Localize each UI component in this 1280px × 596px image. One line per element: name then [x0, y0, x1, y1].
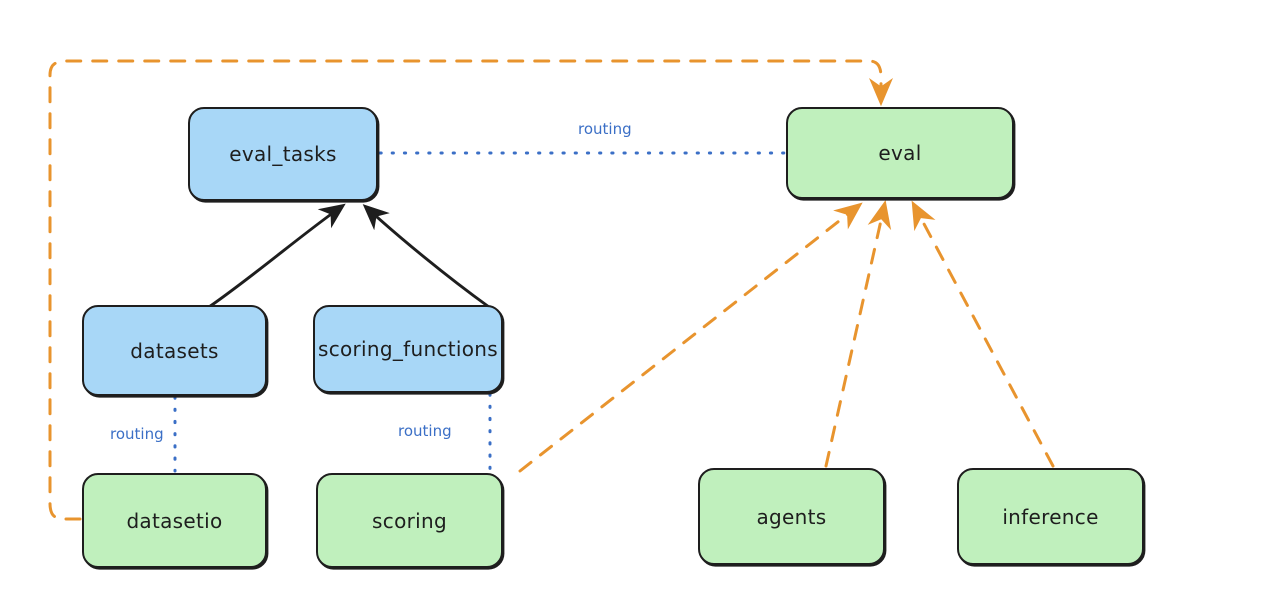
node-scoring[interactable]: scoring	[316, 473, 503, 568]
node-agents[interactable]: agents	[698, 468, 885, 565]
node-datasetio[interactable]: datasetio	[82, 473, 267, 568]
edge-scoring_functions-eval_tasks	[362, 204, 491, 309]
node-scoring-functions[interactable]: scoring_functions	[313, 305, 503, 393]
edge-datasets-eval_tasks	[207, 203, 346, 309]
node-eval[interactable]: eval	[786, 107, 1014, 199]
node-inference[interactable]: inference	[957, 468, 1144, 565]
edge-label-routing-scoring-functions-scoring: routing	[398, 422, 452, 440]
edge-scoring-eval	[518, 202, 863, 473]
node-eval-tasks[interactable]: eval_tasks	[188, 107, 378, 201]
edge-label-routing-datasets-datasetio: routing	[110, 425, 164, 443]
node-label: eval	[878, 141, 922, 165]
node-datasets[interactable]: datasets	[82, 305, 267, 396]
node-label: datasets	[130, 338, 219, 363]
node-label: scoring	[372, 508, 447, 533]
edge-datasetio-eval	[48, 59, 893, 521]
node-label: agents	[756, 504, 827, 529]
edge-agents-eval	[824, 199, 892, 468]
edge-inference-eval	[911, 200, 1055, 468]
node-label: datasetio	[126, 508, 223, 533]
node-label: inference	[1002, 504, 1099, 529]
node-label: eval_tasks	[229, 142, 337, 166]
node-label: scoring_functions	[317, 337, 499, 361]
edge-label-routing-eval-tasks-eval: routing	[578, 120, 632, 138]
